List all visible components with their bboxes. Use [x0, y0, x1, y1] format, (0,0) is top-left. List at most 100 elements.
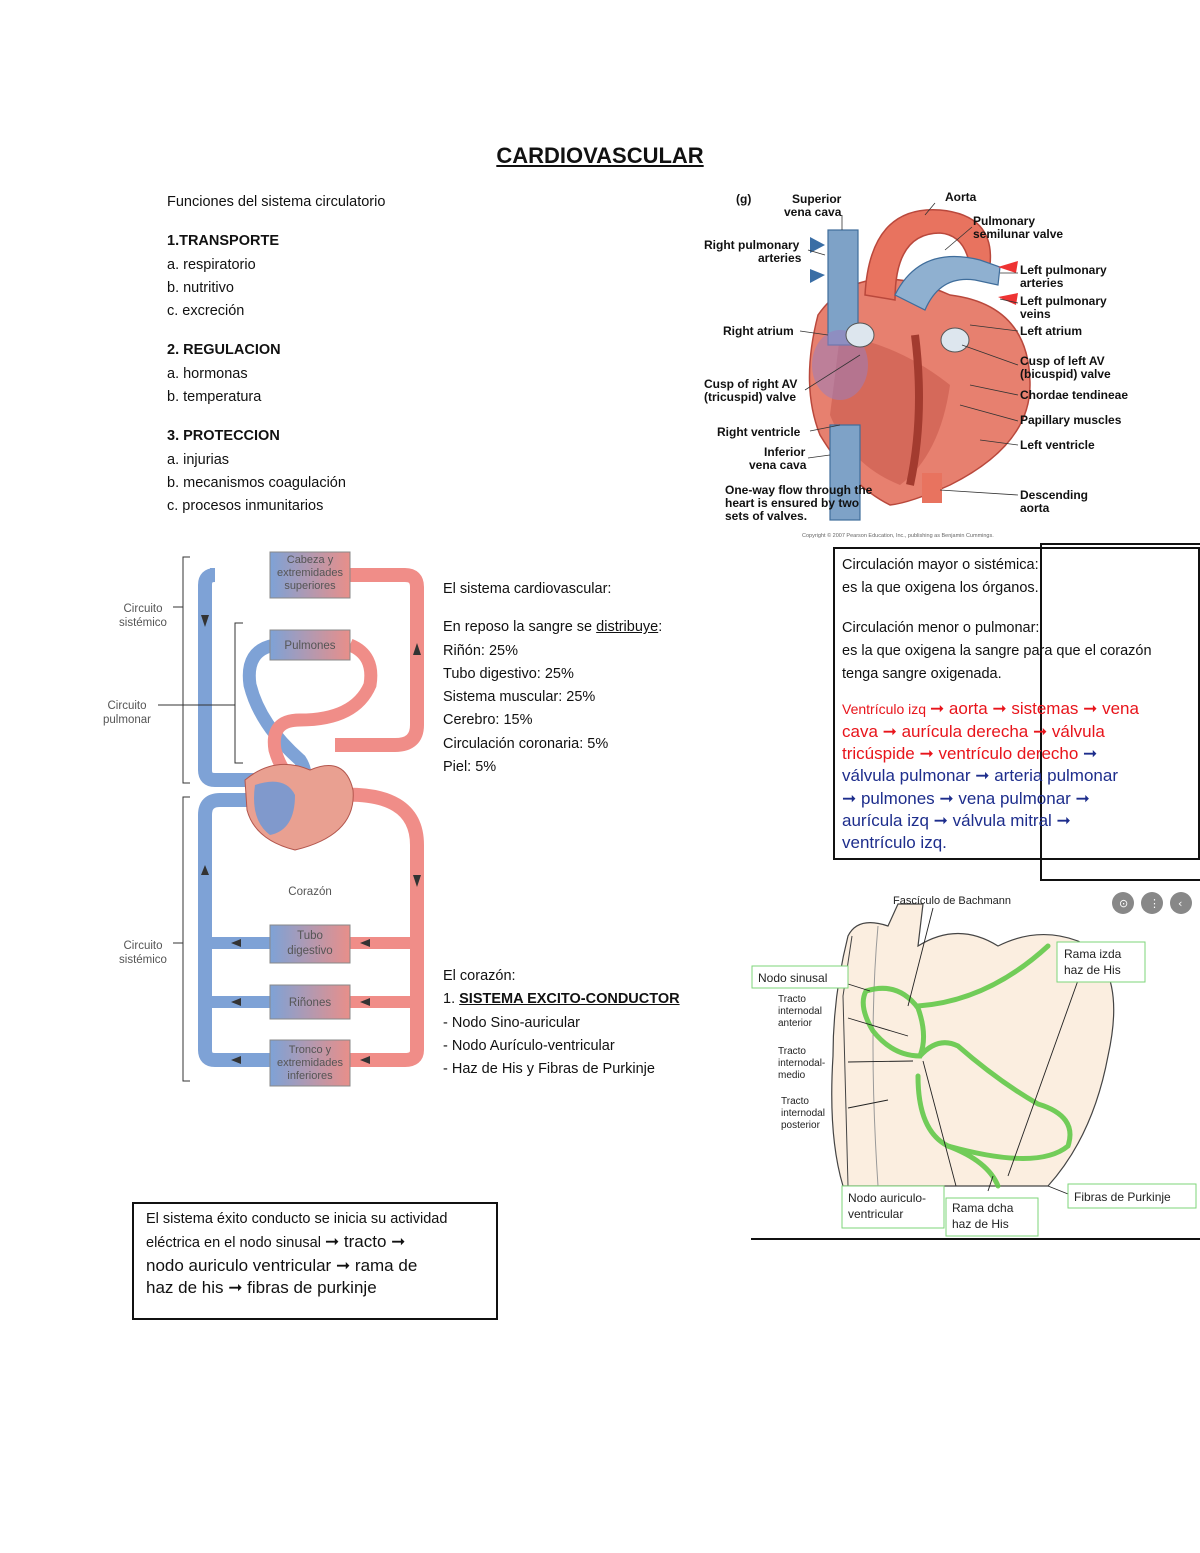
menor-desc-2: tenga sangre oxigenada. [842, 666, 1002, 683]
label-papillary: Papillary muscles [1020, 413, 1122, 427]
excito-line-2a: eléctrica en el nodo sinusal [146, 1235, 325, 1251]
excito-box [132, 1202, 498, 1320]
list-item: a. respiratorio [167, 256, 256, 273]
label-aorta: Aorta [945, 190, 977, 204]
label-tracto-med-3: medio [778, 1070, 806, 1081]
svg-text:⋮: ⋮ [1149, 897, 1160, 910]
list-item: b. temperatura [167, 389, 262, 406]
list-item: b. mecanismos coagulación [167, 474, 346, 491]
corazon-system: 1. SISTEMA EXCITO-CONDUCTOR [443, 988, 680, 1011]
label-right-ventricle: Right ventricle [717, 425, 801, 439]
list-item: - Haz de His y Fibras de Purkinje [443, 1061, 655, 1078]
label-chordae: Chordae tendineae [1020, 388, 1128, 402]
info-icon[interactable] [1141, 892, 1163, 914]
label-lpv-2: veins [1020, 307, 1051, 321]
label-crav-1: Cusp of right AV [704, 377, 797, 391]
excito-text: El sistema éxito conducto se inicia su a… [146, 1207, 447, 1300]
label-crav-2: (tricuspid) valve [704, 390, 796, 404]
label-tracto-post-3: posterior [781, 1120, 821, 1131]
list-item: c. excreción [167, 303, 245, 320]
label-oneway-3: sets of valves. [725, 509, 807, 523]
organ-kidneys: Riñones [289, 997, 331, 1009]
flow-line-7: ventrículo izq. [842, 833, 947, 853]
flow-line-5: ➞ pulmones ➞ vena pulmonar ➞ [842, 788, 1090, 808]
label-oneway-1: One-way flow through the [725, 483, 873, 497]
label-rama-izda-1: Rama izda [1064, 947, 1122, 961]
list-item: - Nodo Sino-auricular [443, 1014, 581, 1031]
svg-text:‹: ‹ [1178, 897, 1182, 910]
label-psv-1: Pulmonary [973, 214, 1035, 228]
label-lpv-1: Left pulmonary [1020, 294, 1107, 308]
list-item: b. nutritivo [167, 279, 234, 296]
organ-trunk-2: extremidades [277, 1057, 344, 1069]
functions-list: Funciones del sistema circulatorio 1.TRA… [167, 191, 385, 519]
flow-line-3: tricúspide ➞ ventrículo derecho ➞ [842, 743, 1152, 765]
label-rpa-2: arteries [758, 251, 802, 265]
label-tracto-ant-2: internodal [778, 1006, 822, 1017]
label-pulm-2: pulmonar [103, 714, 151, 726]
label-lpa-2: arteries [1020, 276, 1064, 290]
excito-line-2b: ➞ tracto ➞ [324, 1232, 406, 1251]
label-nodo-sinusal: Nodo sinusal [758, 971, 827, 985]
label-rama-izda-2: haz de His [1064, 963, 1121, 977]
label-left-ventricle: Left ventricle [1020, 438, 1095, 452]
organ-heart: Corazón [288, 886, 331, 898]
page-title: CARDIOVASCULAR [496, 143, 704, 168]
label-tracto-post-2: internodal [781, 1108, 825, 1119]
flow-line-6: aurícula izq ➞ válvula mitral ➞ [842, 810, 1071, 830]
overlay-box [1040, 543, 1200, 881]
organ-gut-2: digestivo [287, 945, 332, 957]
label-pulm-1: Circuito [108, 700, 147, 712]
list-item: Tubo digestivo: 25% [443, 665, 574, 682]
label-sys-bottom-1: Circuito [124, 940, 163, 952]
label-sys-bottom-2: sistémico [119, 954, 167, 966]
flow-red-3: tricúspide ➞ ventrículo derecho [842, 744, 1079, 764]
label-clav-2: (bicuspid) valve [1020, 367, 1111, 381]
conduction-figure: ⊙ ⋮ ‹ Fascículo de Bachmann Nodo sinusal… [751, 892, 1200, 1240]
intro-suffix: : [658, 619, 663, 636]
list-item: a. injurias [167, 451, 230, 468]
label-ivc-2: vena cava [749, 458, 807, 472]
label-tracto-med-2: internodal- [778, 1058, 825, 1069]
label-rama-dcha-2: haz de His [952, 1217, 1009, 1231]
zoom-icon[interactable] [1112, 892, 1134, 914]
list-item: Riñón: 25% [443, 642, 518, 659]
flow-red-1: ➞ aorta ➞ sistemas ➞ vena [929, 699, 1139, 719]
organ-trunk-3: inferiores [287, 1070, 333, 1082]
organ-lungs: Pulmones [284, 640, 335, 652]
heart-anatomy-figure: (g) Superior vena cava Aorta Pulmonary s… [704, 190, 1128, 539]
excito-line-3: nodo auriculo ventricular ➞ rama de [146, 1256, 418, 1275]
mayor-desc: es la que oxigena los órganos. [842, 580, 1039, 597]
list-item: Piel: 5% [443, 759, 497, 776]
list-item: a. hormonas [167, 365, 248, 382]
label-oneway-2: heart is ensured by two [725, 496, 859, 510]
menor-title: Circulación menor o pulmonar: [842, 619, 1040, 636]
label-sys-top-2: sistémico [119, 617, 167, 629]
organ-head-1: Cabeza y [287, 554, 334, 566]
intro-link: distribuye [596, 619, 659, 636]
back-icon[interactable] [1170, 892, 1192, 914]
label-sys-top-1: Circuito [124, 603, 163, 615]
copyright: Copyright © 2007 Pearson Education, Inc.… [802, 532, 994, 539]
label-tracto-ant-3: anterior [778, 1018, 813, 1029]
label-svc-1: Superior [792, 192, 842, 206]
label-bachmann: Fascículo de Bachmann [893, 895, 1011, 907]
label-tracto-ant-1: Tracto [778, 994, 806, 1005]
functions-heading: Funciones del sistema circulatorio [167, 194, 386, 210]
organ-trunk-1: Tronco y [289, 1044, 332, 1056]
flow-start: Ventrículo izq [842, 701, 930, 718]
label-svc-2: vena cava [784, 205, 842, 219]
intro-prefix: En reposo la sangre se [443, 619, 597, 636]
corazon-text: El corazón: 1. SISTEMA EXCITO-CONDUCTOR … [443, 965, 680, 1081]
label-clav-1: Cusp of left AV [1020, 354, 1105, 368]
circuit-figure: Cabeza y extremidades superiores Pulmone… [103, 551, 424, 1087]
flow-line-2: cava ➞ aurícula derecha ➞ válvula [842, 721, 1105, 741]
distribution-text: El sistema cardiovascular: En reposo la … [443, 578, 662, 779]
label-desc-aorta-2: aorta [1020, 501, 1050, 515]
label-psv-2: semilunar valve [973, 227, 1063, 241]
label-ivc-1: Inferior [764, 445, 806, 459]
svg-text:⊙: ⊙ [1119, 897, 1128, 910]
distribution-intro: En reposo la sangre se distribuye: [443, 616, 662, 639]
label-nodo-av-2: ventricular [848, 1207, 903, 1221]
organ-head-3: superiores [284, 580, 336, 592]
